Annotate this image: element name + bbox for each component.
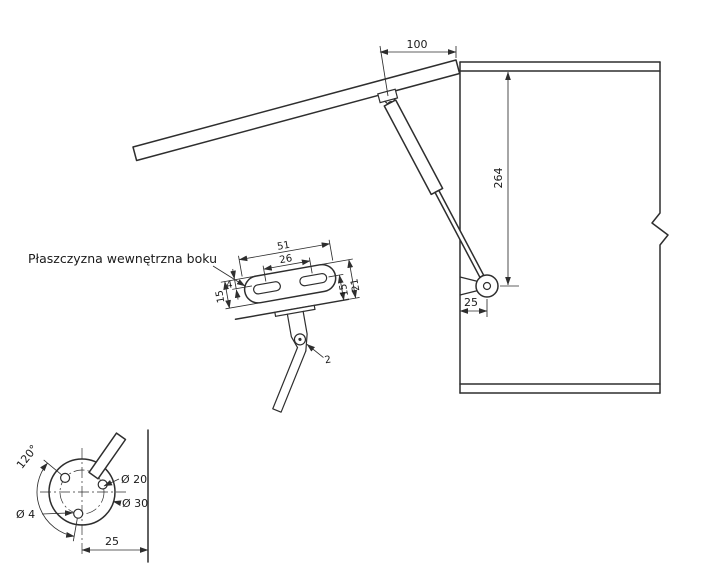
ball-joint-center xyxy=(482,281,492,291)
mounting-plate xyxy=(243,263,337,304)
slot-right xyxy=(299,273,328,287)
dia4-label: Ø 4 xyxy=(16,508,35,521)
strut-cylinder xyxy=(383,99,444,196)
dim-15l-line xyxy=(223,281,231,309)
strut-rod-lower xyxy=(272,346,307,413)
dim-15l-ext xyxy=(225,302,261,310)
main-view: 100 264 25 xyxy=(132,38,669,394)
gas-strut xyxy=(383,99,499,298)
dim-26-line xyxy=(263,259,311,271)
plate-dim-4-label: 4 xyxy=(225,279,233,291)
bolt-hole-right xyxy=(97,479,108,490)
plate-dim-15-left-label: 15 xyxy=(214,289,227,303)
plate-dim-2-label: 2 xyxy=(324,354,332,366)
dia20-label: Ø 20 xyxy=(121,473,147,486)
flange-dim-25-label: 25 xyxy=(105,535,119,548)
dim-51-line xyxy=(238,242,331,262)
flange-detail: 120° Ø 20 Ø 30 Ø 4 25 xyxy=(14,429,149,563)
dim-100-label: 100 xyxy=(407,38,428,51)
plate-dim-15-right-label: 15 xyxy=(338,283,351,297)
dim-2-leader xyxy=(306,343,324,358)
clevis-fork xyxy=(286,310,308,352)
main-dimensions: 100 264 25 xyxy=(379,38,519,317)
clevis-pin-center xyxy=(298,337,302,341)
dim-4-arrow-top xyxy=(230,268,236,280)
bracket-base-plate xyxy=(274,304,316,317)
dim-25-label: 25 xyxy=(464,296,478,309)
plane-annotation-leader xyxy=(212,265,246,287)
dim-21-line xyxy=(347,259,358,299)
slot-left xyxy=(253,281,281,295)
bolt-hole-bottom xyxy=(73,508,84,519)
plane-annotation-label: Płaszczyzna wewnętrzna boku xyxy=(28,251,217,266)
lid-flap xyxy=(132,59,461,162)
cabinet-side-panel xyxy=(459,61,669,394)
plate-dim-26-label: 26 xyxy=(279,253,293,266)
dim-4-arrow-bottom xyxy=(234,289,241,300)
flange-dim-120-label: 120° xyxy=(14,442,41,471)
bolt-hole-upper-left xyxy=(59,472,71,483)
dia4-leader xyxy=(41,510,74,517)
dim-120-arc xyxy=(36,462,75,538)
plate-dim-21-label: 21 xyxy=(349,278,362,292)
panel-right-edge-break-line xyxy=(651,61,669,394)
dia30-leader xyxy=(112,500,122,507)
dim-264-label: 264 xyxy=(492,168,505,189)
rod-upper xyxy=(88,432,127,480)
dia20-leader xyxy=(103,478,120,487)
plate-detail: 51 26 4 15 15 21 2 xyxy=(214,239,362,413)
dia30-label: Ø 30 xyxy=(122,497,148,510)
plate-dim-51-label: 51 xyxy=(276,240,290,253)
dim-15r-line xyxy=(337,274,346,301)
